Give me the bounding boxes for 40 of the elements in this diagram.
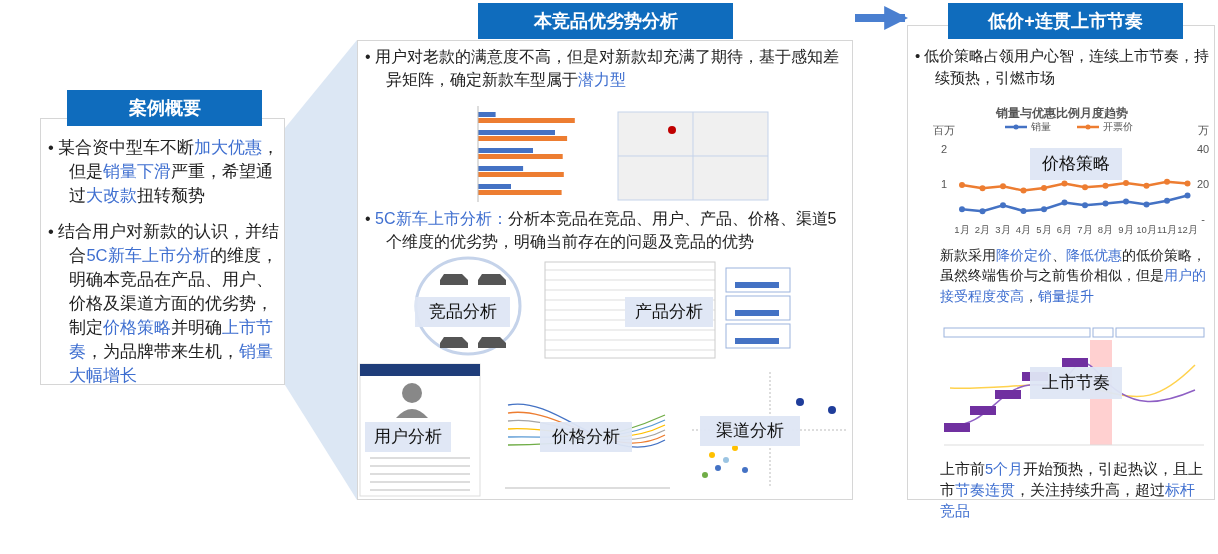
expansion-wedge [285,40,357,500]
tick-label: 6月 [1056,223,1073,235]
bullet-text: • 某合资中型车不断加大优惠，但是销量下滑严重，希望通过大改款扭转颓势 [48,137,281,206]
tick-label: 7月 [1077,223,1093,235]
legend-item: 销量 [1005,120,1051,132]
section-label: 产品分析 [625,297,713,327]
tick-label: - [1201,212,1205,225]
axis-unit: 万 [1197,123,1209,136]
section-label: 价格分析 [540,422,632,452]
tick-label: 2 [940,142,948,155]
bullet-text: • 低价策略占领用户心智，连续上市节奏，持续预热，引燃市场 [915,46,1211,88]
legend-item: 开票价 [1077,120,1133,132]
tick-label: 1月 [954,223,970,235]
section-title: 本竞品优劣势分析 [478,3,733,39]
tick-label: 3月 [995,223,1011,235]
bullet-text: • 用户对老款的满意度不高，但是对新款却充满了期待，基于感知差异矩阵，确定新款车型属于潜力型 [365,47,841,91]
tick-label: 9月 [1118,223,1134,235]
paragraph: 新款采用降价定价、降低优惠的低价策略，虽然终端售价与之前售价相似，但是用户的接受程度变高，销量提升 [940,246,1207,306]
tick-label: 2月 [974,223,991,235]
section-label: 竞品分析 [415,297,510,327]
tick-label: 5月 [1036,223,1052,235]
tick-label: 4月 [1015,223,1032,235]
tick-label: 20 [1196,177,1210,190]
axis-unit: 百万 [933,123,955,136]
tick-label: 8月 [1097,223,1114,235]
tick-label: 11月 [1157,223,1177,235]
section-label: 价格策略 [1030,148,1122,180]
section-title: 低价+连贯上市节奏 [948,3,1183,39]
section-title: 案例概要 [67,90,262,126]
section-label: 上市节奏 [1030,367,1122,399]
chart-title: 销量与优惠比例月度趋势 [996,107,1128,120]
tick-label: 10月 [1136,223,1157,235]
paragraph: 上市前5个月开始预热，引起热议，且上市节奏连贯，关注持续升高，超过标杆竞品 [940,460,1205,522]
bullet-text: • 结合用户对新款的认识，并结合5C新车上市分析的维度，明确本竞品在产品、用户、价格及渠道方面的优劣势，制定价格策略并明确上市节奏，为品牌带来生机，销量大幅增长 [48,221,281,386]
tick-label: 1 [940,177,948,190]
bullet-text: • 5C新车上市分析：分析本竞品在竞品、用户、产品、价格、渠道5个维度的优劣势，明确当前存在的问题及竞品的优势 [365,209,838,253]
section-label: 用户分析 [365,422,451,452]
tick-label: 40 [1196,142,1210,155]
section-label: 渠道分析 [700,416,800,446]
tick-label: 12月 [1177,223,1198,235]
